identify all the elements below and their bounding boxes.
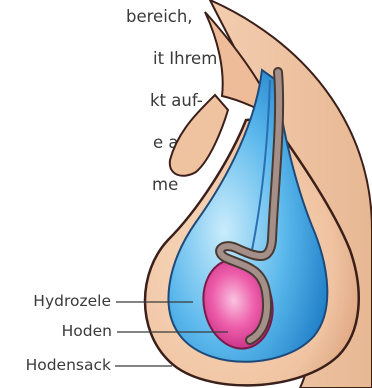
label-hydrozele: Hydrozele bbox=[28, 292, 111, 310]
label-hodensack: Hodensack bbox=[0, 356, 111, 374]
penis-shape bbox=[170, 95, 228, 176]
label-hoden: Hoden bbox=[30, 322, 112, 340]
